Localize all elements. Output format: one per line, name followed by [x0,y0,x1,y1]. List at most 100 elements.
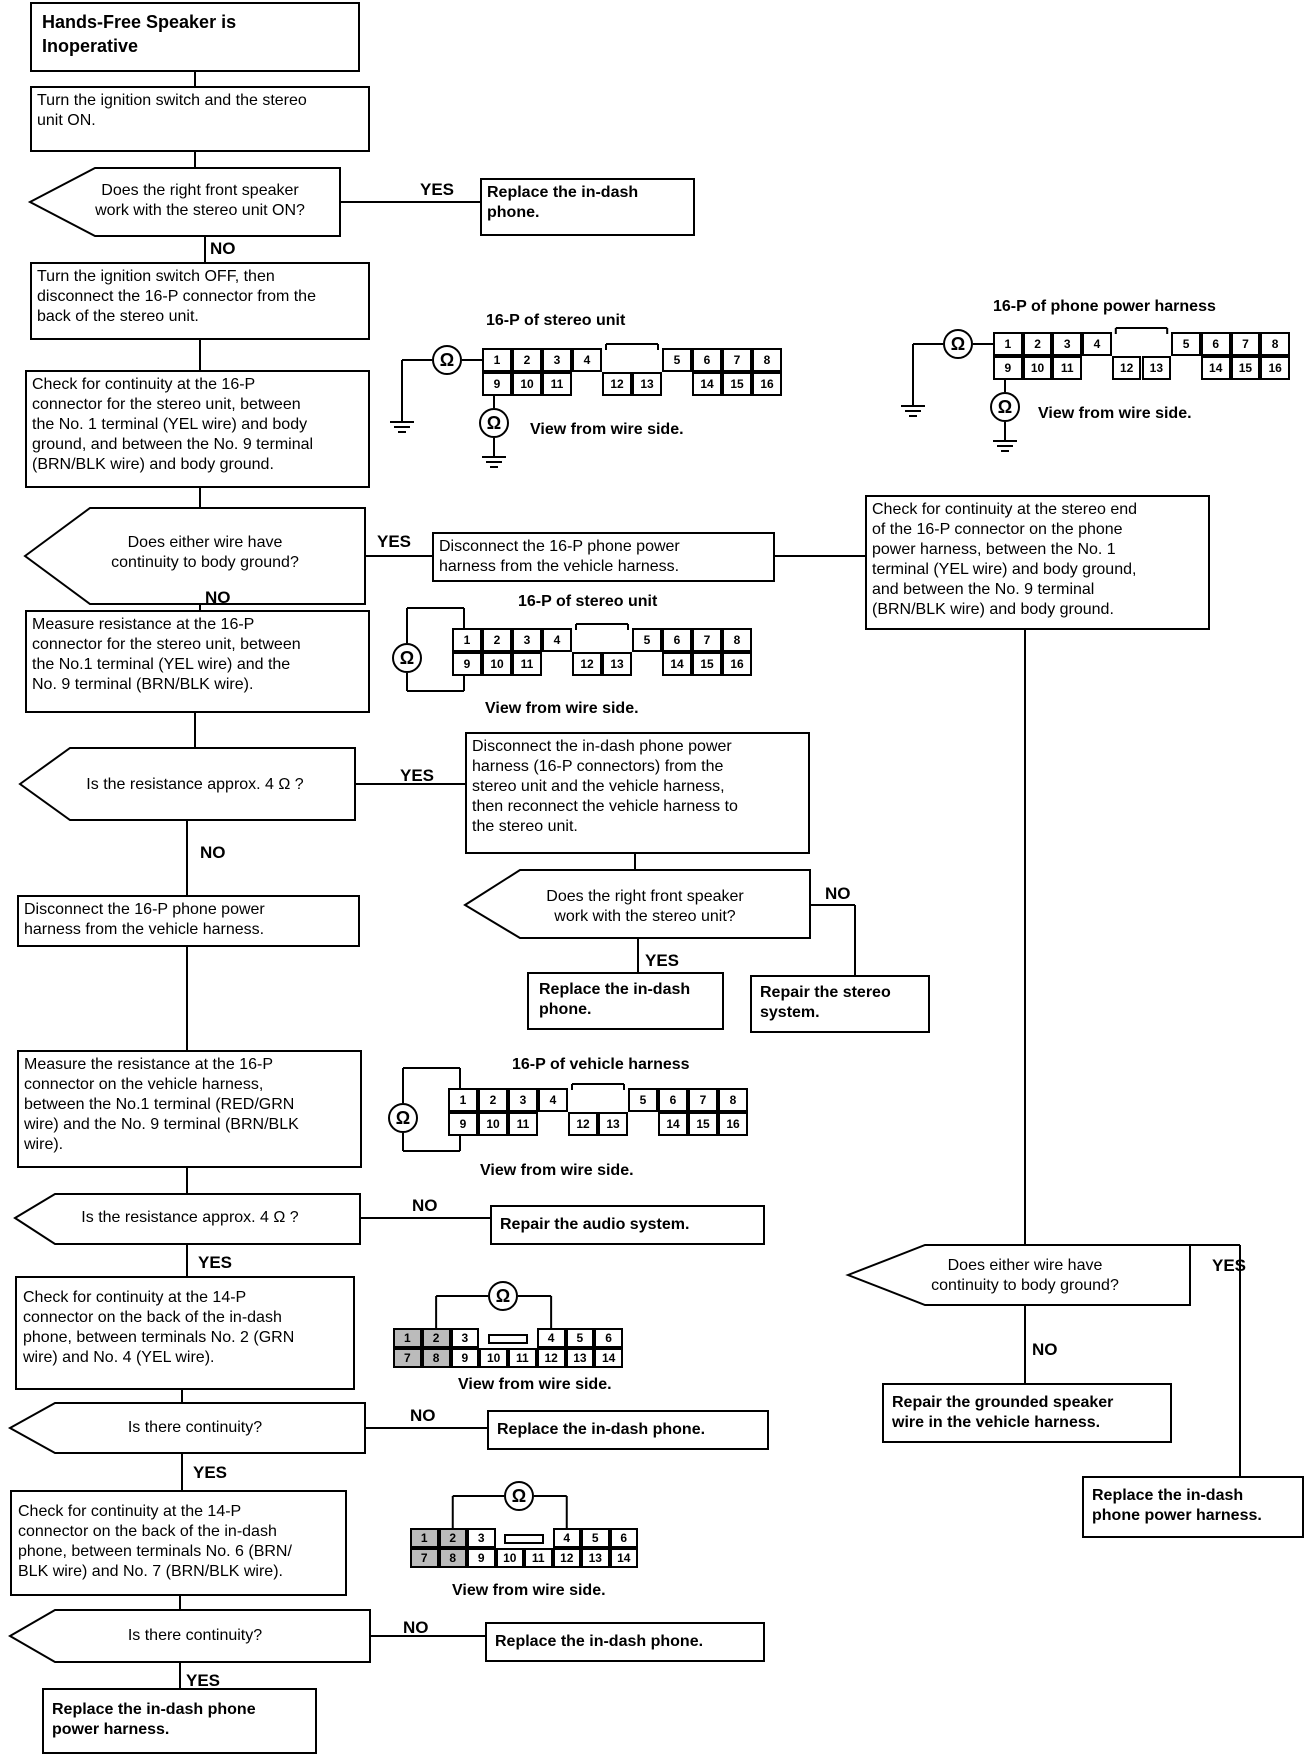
terminal-cell: 3 [508,1088,538,1112]
label-d6-no: NO [410,1406,436,1425]
replace-phone-4: Replace the in-dash phone. [485,1622,765,1662]
terminal-cell: 7 [393,1348,422,1368]
measure-resistance-step: Measure resistance at the 16-P connector… [25,610,370,713]
ohmmeter-icon: Ω [488,1281,518,1311]
terminal-cell: 11 [508,1348,537,1368]
label-d3-yes: YES [400,766,435,785]
terminal-cell: 1 [452,628,482,652]
replace-phone-1: Replace the in-dash phone. [480,178,695,236]
replace-phone-2: Replace the in-dash phone. [527,972,724,1030]
flow-lines [179,72,1241,1688]
terminal-cell: 10 [1022,356,1053,380]
title-box: Hands-Free Speaker is Inoperative [30,2,360,72]
check-continuity-step: Check for continuity at the 16-P connect… [25,370,370,488]
terminal-cell: 13 [632,372,662,396]
terminal-cell: 2 [1022,332,1053,356]
terminal-cell: 13 [602,652,632,676]
label-d2-yes: YES [377,532,412,551]
connector-stereo-2-title: 16-P of stereo unit [518,593,658,610]
terminal-cell: 10 [495,1548,524,1568]
terminal-cell: 13 [1141,356,1172,380]
label-d7-yes: YES [186,1671,221,1690]
connector-14p-2-view: View from wire side. [452,1582,606,1599]
ohmmeter-icon: Ω [479,408,509,438]
decision-1-text: Does the right front speaker work with t… [95,182,305,219]
terminal-cell: 16 [1260,356,1290,380]
turn-off-step: Turn the ignition switch OFF, then disco… [30,262,370,340]
label-d4-yes: YES [645,951,680,970]
terminal-cell: 6 [692,348,722,372]
terminal-cell: 16 [718,1112,748,1136]
terminal-cell: 8 [421,1348,451,1368]
terminal-cell: 7 [722,348,752,372]
replace-power-harness: Replace the in-dash phone power harness. [42,1688,317,1754]
terminal-cell: 8 [752,348,782,372]
check-14p-step-2: Check for continuity at the 14-P connect… [10,1490,347,1596]
connector-key [487,1334,529,1344]
label-d6-yes: YES [193,1463,228,1482]
terminal-cell: 5 [1171,332,1201,356]
terminal-cell: 9 [452,652,482,676]
label-d4-no: NO [825,884,851,903]
connector-key [504,1534,544,1544]
terminal-cell: 8 [1260,332,1290,356]
terminal-cell: 11 [508,1112,538,1136]
terminal-cell: 6 [594,1328,623,1348]
terminal-cell: 12 [1111,356,1142,380]
decision-7-text: Is there continuity? [127,1627,263,1644]
terminal-cell: 5 [632,628,662,652]
terminal-cell: 10 [512,372,542,396]
terminal-cell: 7 [692,628,722,652]
terminal-cell: 12 [536,1348,566,1368]
terminal-cell: 4 [572,348,602,372]
connector-phone-power-view: View from wire side. [1038,405,1192,422]
terminal-cell: 4 [542,628,572,652]
terminal-cell: 9 [450,1348,480,1368]
terminal-cell: 14 [692,372,722,396]
terminal-cell: 12 [572,652,602,676]
terminal-cell: 10 [479,1348,508,1368]
terminal-cell: 2 [438,1528,467,1548]
terminal-cell: 4 [552,1528,581,1548]
terminal-cell: 10 [482,652,512,676]
label-d8-no: NO [1032,1340,1058,1359]
label-d1-yes: YES [420,180,455,199]
terminal-cell: 11 [524,1548,553,1568]
ohmmeter-icon: Ω [943,329,973,359]
label-d3-no: NO [200,843,226,862]
replace-phone-3: Replace the in-dash phone. [487,1410,769,1450]
replace-power-harness-2: Replace the in-dash phone power harness. [1082,1476,1304,1538]
terminal-cell: 5 [628,1088,658,1112]
terminal-cell: 6 [1200,332,1231,356]
terminal-cell: 3 [450,1328,480,1348]
terminal-cell: 15 [688,1112,718,1136]
terminal-cell: 5 [565,1328,595,1348]
terminal-cell: 8 [718,1088,748,1112]
terminal-cell: 6 [662,628,692,652]
terminal-cell: 5 [581,1528,610,1548]
terminal-cell: 9 [448,1112,478,1136]
terminal-cell: 14 [658,1112,688,1136]
terminal-cell: 8 [438,1548,467,1568]
label-d8-yes: YES [1212,1256,1247,1275]
terminal-cell: 15 [722,372,752,396]
terminal-cell: 9 [467,1548,496,1568]
decision-4-text: Does the right front speaker work with t… [546,888,744,925]
disconnect-power-harness-step-2: Disconnect the 16-P phone power harness … [17,895,360,947]
terminal-cell: 3 [1052,332,1083,356]
terminal-cell: 7 [1230,332,1261,356]
terminal-cell: 3 [467,1528,496,1548]
terminal-cell: 14 [662,652,692,676]
ohmmeter-icon: Ω [388,1103,418,1133]
ohmmeter-icon: Ω [990,392,1020,422]
terminal-cell: 8 [722,628,752,652]
decision-5-text: Is the resistance approx. 4 Ω ? [81,1209,299,1226]
label-d7-no: NO [403,1618,429,1637]
turn-on-step: Turn the ignition switch and the stereo … [30,86,370,152]
terminal-cell: 9 [482,372,512,396]
terminal-cell: 1 [448,1088,478,1112]
terminal-cell: 16 [752,372,782,396]
terminal-cell: 3 [542,348,572,372]
terminal-cell: 1 [410,1528,439,1548]
